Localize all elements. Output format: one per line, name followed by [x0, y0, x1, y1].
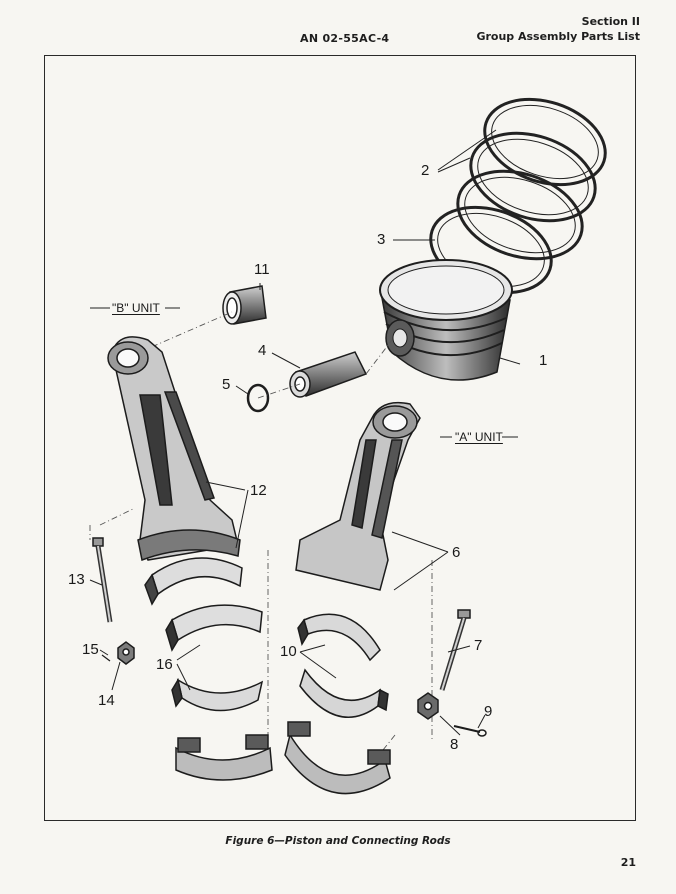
unit-b-label: "B" UNIT: [112, 301, 160, 315]
bushing: [222, 285, 267, 325]
callout-12: 12: [250, 482, 267, 499]
unit-b-text: "B" UNIT: [112, 301, 160, 315]
leader-lines: [89, 129, 521, 736]
callout-7: 7: [474, 637, 483, 654]
header-section: Section II: [581, 15, 640, 28]
bearings-a: [284, 613, 391, 795]
callout-5: 5: [222, 376, 231, 393]
callout-13: 13: [68, 571, 85, 588]
header-section-title: Group Assembly Parts List: [476, 30, 640, 43]
callout-1: 1: [539, 352, 548, 369]
piston-pin: [289, 351, 368, 398]
bearings-b: [144, 557, 273, 781]
unit-a-label: "A" UNIT: [455, 430, 503, 444]
callout-8: 8: [450, 736, 459, 753]
callout-4: 4: [258, 342, 267, 359]
callout-14: 14: [98, 692, 115, 709]
bolt-b: [92, 537, 135, 665]
bolt-a: [417, 609, 487, 737]
figure-frame: [44, 55, 636, 821]
piston-rings: [429, 97, 607, 295]
callout-6: 6: [452, 544, 461, 561]
callout-9: 9: [484, 703, 493, 720]
connecting-rod-b: [107, 336, 241, 562]
unit-a-text: "A" UNIT: [455, 430, 503, 444]
callout-16: 16: [156, 656, 173, 673]
pin-retainer: [246, 383, 270, 413]
header-section-block: Section II Group Assembly Parts List: [476, 14, 640, 44]
callout-11: 11: [254, 261, 270, 278]
piston: [379, 259, 513, 381]
callout-15: 15: [82, 641, 99, 658]
page-number: 21: [620, 856, 636, 869]
callout-10: 10: [280, 643, 297, 660]
callout-2: 2: [421, 162, 430, 179]
figure-caption: Figure 6—Piston and Connecting Rods: [225, 835, 451, 847]
header-doc-number: AN 02-55AC-4: [300, 32, 390, 45]
connecting-rod-a: [295, 401, 421, 591]
callout-3: 3: [377, 231, 386, 248]
